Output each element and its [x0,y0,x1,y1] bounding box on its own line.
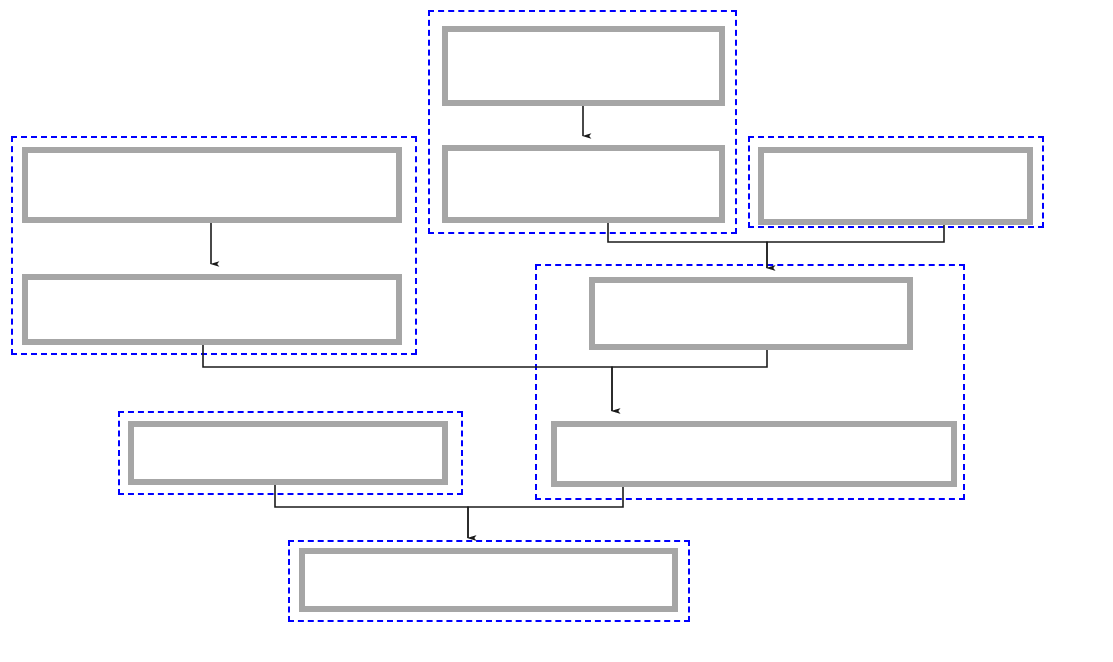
node-box-n4[interactable] [22,274,402,345]
node-box-n6[interactable] [589,277,913,350]
node-box-n8[interactable] [128,421,448,485]
group-frame-g1[interactable] [428,10,737,234]
node-box-n5[interactable] [758,147,1033,225]
group-frame-g6[interactable] [288,540,690,622]
node-box-n3[interactable] [22,147,402,223]
node-box-n9[interactable] [299,548,678,612]
node-box-n2[interactable] [442,145,725,223]
node-box-n7[interactable] [551,421,957,487]
node-box-n1[interactable] [442,26,725,106]
connector-c4 [766,225,945,271]
